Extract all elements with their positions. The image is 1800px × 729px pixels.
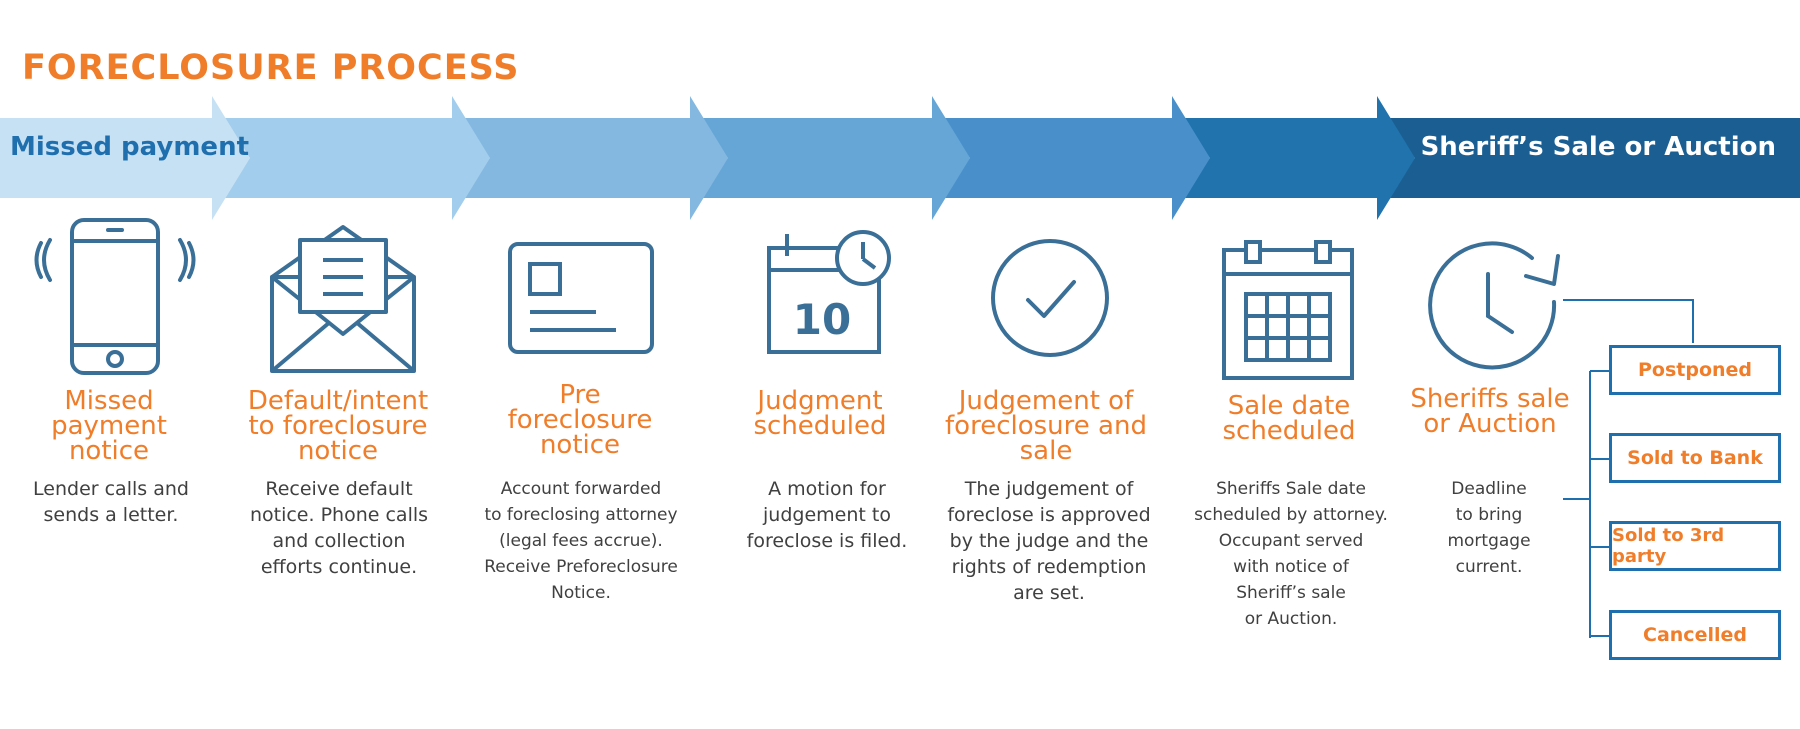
envelope-icon: [270, 225, 416, 373]
outcome-postponed: Postponed: [1609, 345, 1781, 395]
check-circle-icon: [991, 239, 1109, 357]
process-arrow-band: [0, 96, 1800, 220]
band-start-label: Missed payment: [10, 132, 250, 162]
arrow-segment-1: [0, 96, 250, 220]
phone-icon: [34, 218, 196, 375]
band-end-label: Sheriff’s Sale or Auction: [1420, 132, 1776, 162]
arrow-segment-7: [1377, 118, 1800, 198]
clock-refresh-icon: [1428, 241, 1560, 370]
calendar-grid-icon: [1222, 240, 1354, 380]
calendar-clock-icon: 10: [767, 230, 891, 354]
calendar-number: 10: [793, 295, 851, 344]
outcome-sold-to-3rd-party: Sold to 3rd party: [1609, 521, 1781, 571]
outcome-sold-to-bank: Sold to Bank: [1609, 433, 1781, 483]
outcome-cancelled: Cancelled: [1609, 610, 1781, 660]
arrow-segment-3: [452, 96, 728, 220]
arrow-segment-6: [1172, 96, 1415, 220]
page-title: FORECLOSURE PROCESS: [22, 48, 520, 88]
arrow-segment-4: [690, 96, 970, 220]
arrow-segment-5: [932, 96, 1210, 220]
arrow-segment-2: [212, 96, 490, 220]
id-card-icon: [508, 242, 654, 354]
